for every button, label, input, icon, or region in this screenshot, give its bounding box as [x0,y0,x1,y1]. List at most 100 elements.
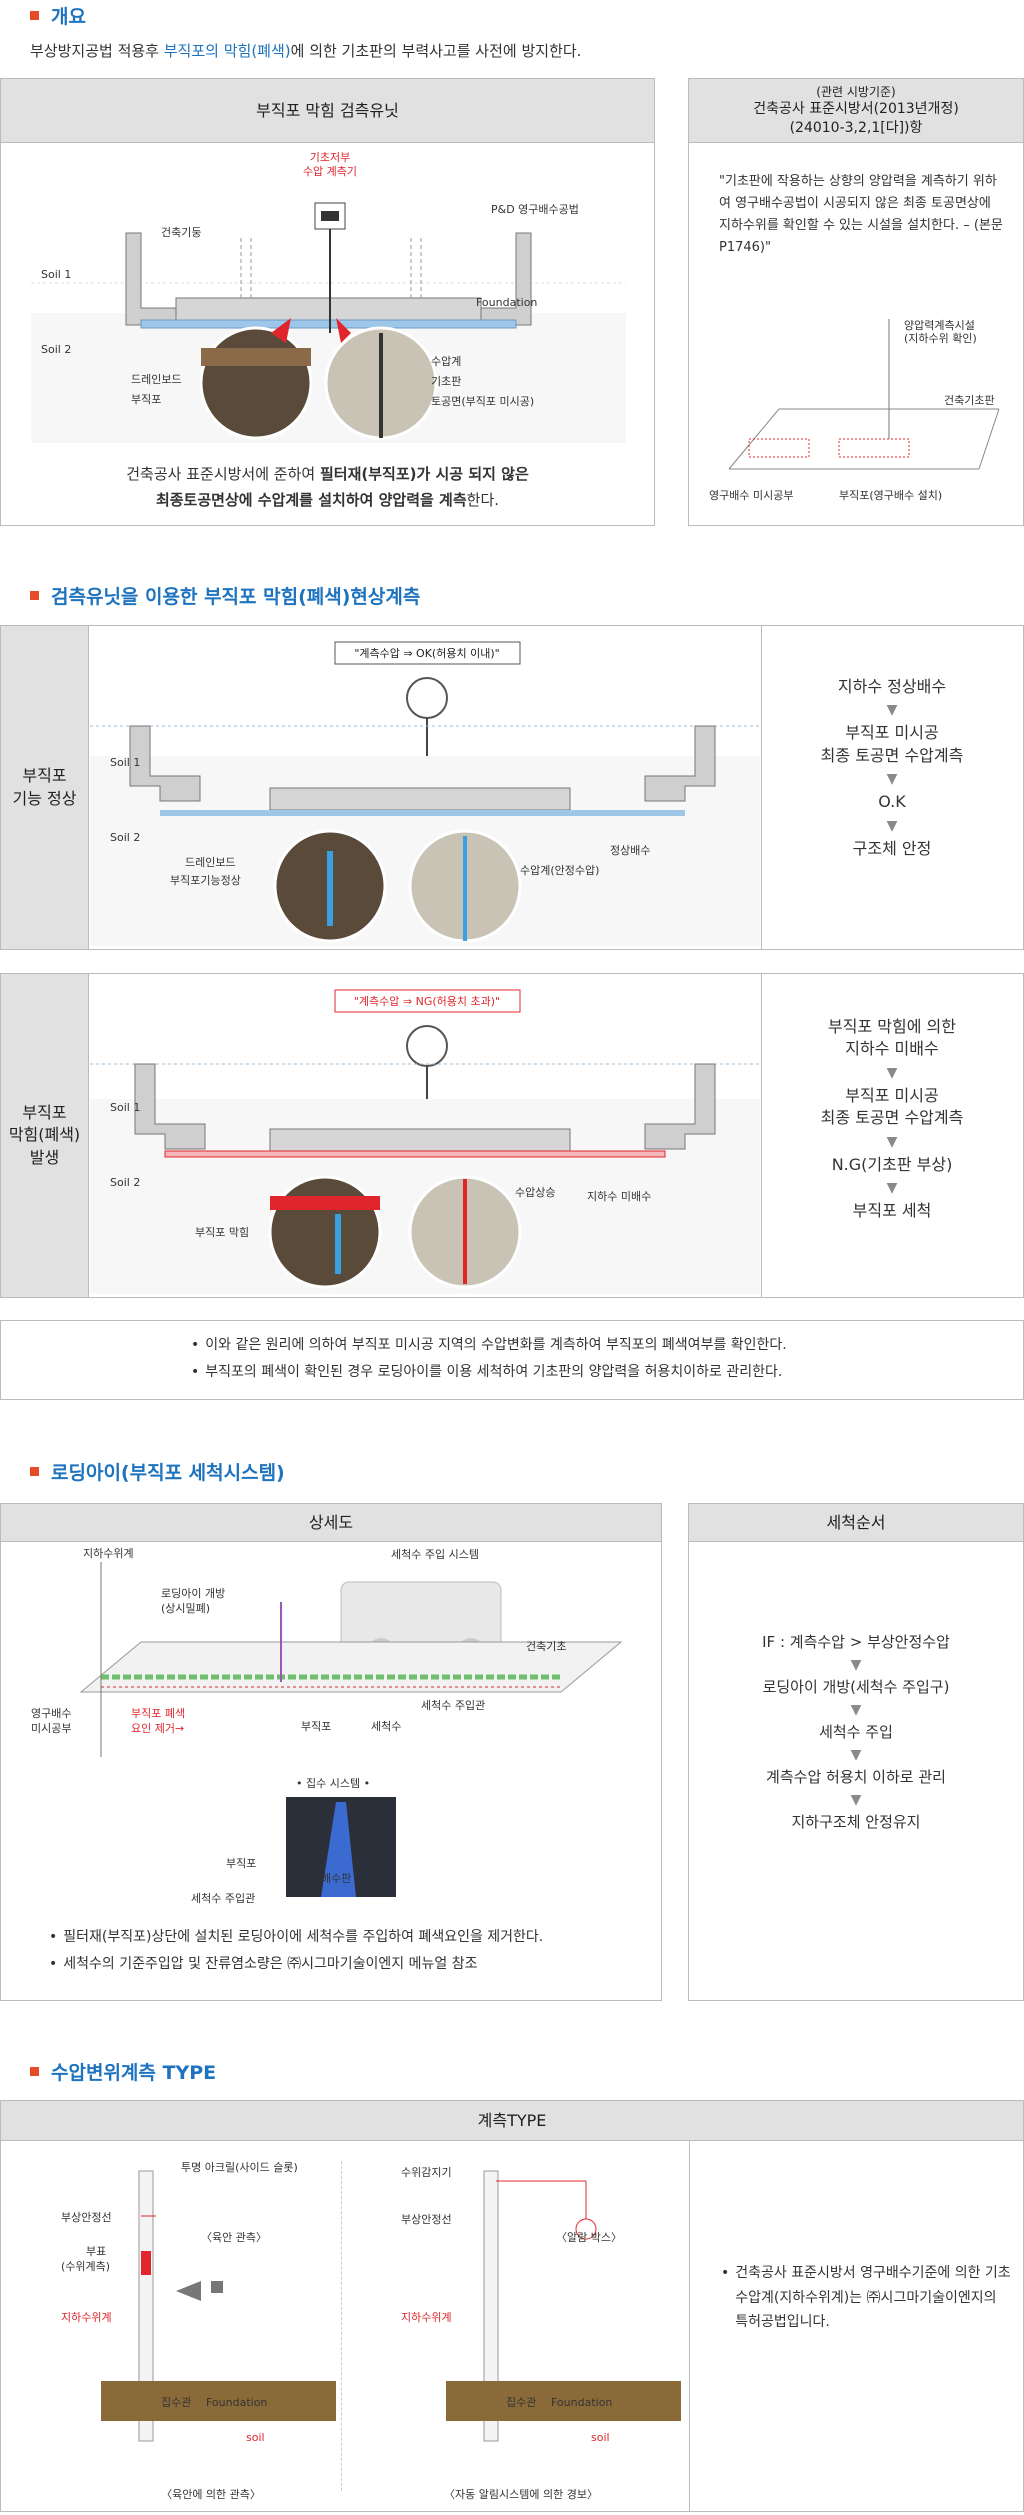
svg-text:수압 계측기: 수압 계측기 [303,165,357,178]
svg-text:부상안정선: 부상안정선 [61,2211,112,2224]
svg-text:• 집수 시스템 •: • 집수 시스템 • [296,1777,370,1790]
svg-text:부상안정선: 부상안정선 [401,2213,452,2226]
wash-order-panel: 세척순서 IF : 계측수압 > 부상안정수압 ▼ 로딩아이 개방(세척수 주입… [688,1503,1024,2001]
svg-text:〈알람 박스〉: 〈알람 박스〉 [556,2230,622,2244]
svg-text:기초판: 기초판 [431,375,461,388]
bullet-square-icon [30,591,39,600]
normal-banner: "계측수압 ⇒ OK(허용치 이내)" [354,647,499,660]
spec-reference-panel: (관련 시방기준) 건축공사 표준시방서(2013년개정) (24010-3,2… [688,78,1024,526]
svg-text:지하수위계: 지하수위계 [61,2310,112,2324]
svg-text:Soil 1: Soil 1 [41,268,71,281]
clog-unit-diagram: 기초저부 수압 계측기 건축기둥 P&D 영구배수공법 Soil 1 Soil … [31,151,626,443]
svg-text:부직포 막힘: 부직포 막힘 [195,1226,249,1239]
clogged-flow: 부직포 막힘에 의한 지하수 미배수 ▼ 부직포 미시공 최종 토공면 수압계측… [820,1017,964,1220]
bullet-square-icon [30,11,39,20]
svg-text:미시공부: 미시공부 [31,1722,71,1735]
svg-text:지하수위계: 지하수위계 [83,1546,134,1560]
svg-text:집수관: 집수관 [506,2396,536,2409]
svg-text:수압계(안정수압): 수압계(안정수압) [520,864,599,877]
section-title-overview: 개요 [30,2,86,29]
loading-eye-diagram: 지하수위계 세척수 주입 시스템 로딩아이 개방 (상시밀폐) 건축기초 영구배… [31,1546,623,1905]
svg-text:(지하수위 확인): (지하수위 확인) [904,331,977,345]
svg-text:로딩아이 개방: 로딩아이 개방 [161,1587,225,1600]
alarm-system-diagram: 수위감지기 부상안정선 지하수위계 〈알람 박스〉 집수관 Foundation… [401,2166,681,2501]
svg-text:토공면(부직포 미시공): 토공면(부직포 미시공) [431,395,534,408]
svg-text:세척수 주입 시스템: 세척수 주입 시스템 [391,1548,479,1561]
svg-text:건축기초: 건축기초 [526,1640,566,1653]
svg-text:영구배수 미시공부: 영구배수 미시공부 [709,489,793,502]
clog-unit-caption: 건축공사 표준시방서에 준하여 필터재(부직포)가 시공 되지 않은 최종토공면… [126,465,529,510]
svg-text:부직포기능정상: 부직포기능정상 [170,874,241,887]
clog-unit-header: 부직포 막힘 검측유닛 [1,79,654,143]
svg-text:세척수 주입관: 세척수 주입관 [191,1892,255,1905]
svg-text:배수판: 배수판 [321,1872,351,1885]
spec-diagram: 양압력계측시설 (지하수위 확인) 건축기초판 영구배수 미시공부 부직포(영구… [709,319,1000,502]
down-arrow-icon: ▼ [850,1702,862,1718]
clogged-banner: "계측수압 ⇒ NG(허용치 초과)" [354,995,500,1008]
normal-flow: 지하수 정상배수 ▼ 부직포 미시공 최종 토공면 수압계측 ▼ O.K ▼ 구… [820,677,964,858]
down-arrow-icon: ▼ [886,1064,898,1081]
svg-text:세척수 주입관: 세척수 주입관 [421,1699,485,1712]
down-arrow-icon: ▼ [886,817,898,834]
svg-text:Foundation: Foundation [551,2396,612,2409]
svg-text:수압상승: 수압상승 [515,1186,555,1199]
svg-text:Soil 1: Soil 1 [110,756,140,769]
svg-text:지하수위계: 지하수위계 [401,2310,452,2324]
svg-text:수압계: 수압계 [431,355,461,368]
intro-highlight: 부직포의 막힘(폐색) [163,42,291,60]
clog-unit-panel: 부직포 막힘 검측유닛 기초저부 수압 계측기 건축기둥 P&D 영구배수공법 … [0,78,655,526]
svg-text:투명 아크릴(사이드 슬롯): 투명 아크릴(사이드 슬롯) [181,2161,298,2174]
svg-text:〈자동 알림시스템에 의한 경보〉: 〈자동 알림시스템에 의한 경보〉 [444,2487,598,2501]
svg-text:드레인보드: 드레인보드 [185,856,236,869]
svg-text:부직포: 부직포 [226,1857,256,1870]
down-arrow-icon: ▼ [886,702,898,719]
svg-text:부직포 폐색: 부직포 폐색 [131,1707,185,1720]
type-header: 계측TYPE [1,2101,1023,2141]
note-item: •필터재(부직포)상단에 설치된 로딩아이에 세척수를 주입하여 폐색요인을 제… [49,1929,544,1945]
down-arrow-icon: ▼ [850,1657,862,1673]
svg-text:Foundation: Foundation [206,2396,267,2409]
overview-title: 개요 [51,6,86,28]
wash-order-header: 세척순서 [689,1504,1023,1542]
down-arrow-icon: ▼ [886,1179,898,1196]
svg-text:〈육안 관측〉: 〈육안 관측〉 [201,2231,267,2244]
spec-quote: "기초판에 작용하는 상향의 양압력을 계측하기 위하여 영구배수공법이 시공되… [719,174,1003,256]
svg-text:soil: soil [591,2431,610,2444]
note-item: •세척수의 기준주입압 및 잔류염소량은 ㈜시그마기술이엔지 메뉴얼 참조 [49,1955,478,1972]
visual-observation-diagram: 투명 아크릴(사이드 슬롯) 부상안정선 부표 (수위계측) 지하수위계 〈육안… [61,2161,336,2501]
svg-text:〈육안에 의한 관측〉: 〈육안에 의한 관측〉 [161,2488,261,2501]
svg-text:soil: soil [246,2431,265,2444]
down-arrow-icon: ▼ [850,1747,862,1763]
foundation-label: Foundation [476,296,537,309]
svg-text:Soil 1: Soil 1 [110,1101,140,1114]
svg-text:부직포: 부직포 [131,393,161,406]
svg-text:세척수: 세척수 [371,1720,401,1733]
bullet-square-icon [30,1467,39,1476]
wash-order-flow: IF : 계측수압 > 부상안정수압 ▼ 로딩아이 개방(세척수 주입구) ▼ … [762,1633,950,1831]
spec-reference-header: (관련 시방기준) 건축공사 표준시방서(2013년개정) (24010-3,2… [689,79,1023,143]
detail-header: 상세도 [1,1504,661,1542]
svg-text:정상배수: 정상배수 [610,844,650,857]
down-arrow-icon: ▼ [886,771,898,788]
svg-text:(수위계측): (수위계측) [61,2260,110,2273]
svg-text:부직포(영구배수 설치): 부직포(영구배수 설치) [839,489,942,502]
svg-text:(상시밀폐): (상시밀폐) [161,1602,210,1615]
svg-text:부표: 부표 [86,2245,106,2258]
gauge-label: 기초저부 [310,151,350,164]
section-title-type: 수압변위계측 TYPE [30,2058,216,2085]
svg-text:요인 제거→: 요인 제거→ [131,1722,184,1735]
column-label: 건축기둥 [161,226,201,239]
svg-text:집수관: 집수관 [161,2396,191,2409]
section-title-measurement: 검측유닛을 이용한 부직포 막힘(폐색)현상계측 [30,582,420,609]
type-panel: 계측TYPE 투명 아크릴(사이드 슬롯) 부상안정선 부표 (수위계측) 지하… [0,2100,1024,2512]
normal-state-diagram: "계측수압 ⇒ OK(허용치 이내)" Soil 1 Soil 2 드레인보드 … [90,641,760,946]
svg-text:수위감지기: 수위감지기 [401,2166,452,2179]
svg-text:Soil 2: Soil 2 [110,831,140,844]
down-arrow-icon: ▼ [886,1133,898,1150]
measurement-notes: •이와 같은 원리에 의하여 부직포 미시공 지역의 수압변화를 계측하여 부직… [0,1320,1024,1400]
bullet-square-icon [30,2067,39,2076]
svg-text:부직포: 부직포 [301,1720,331,1733]
